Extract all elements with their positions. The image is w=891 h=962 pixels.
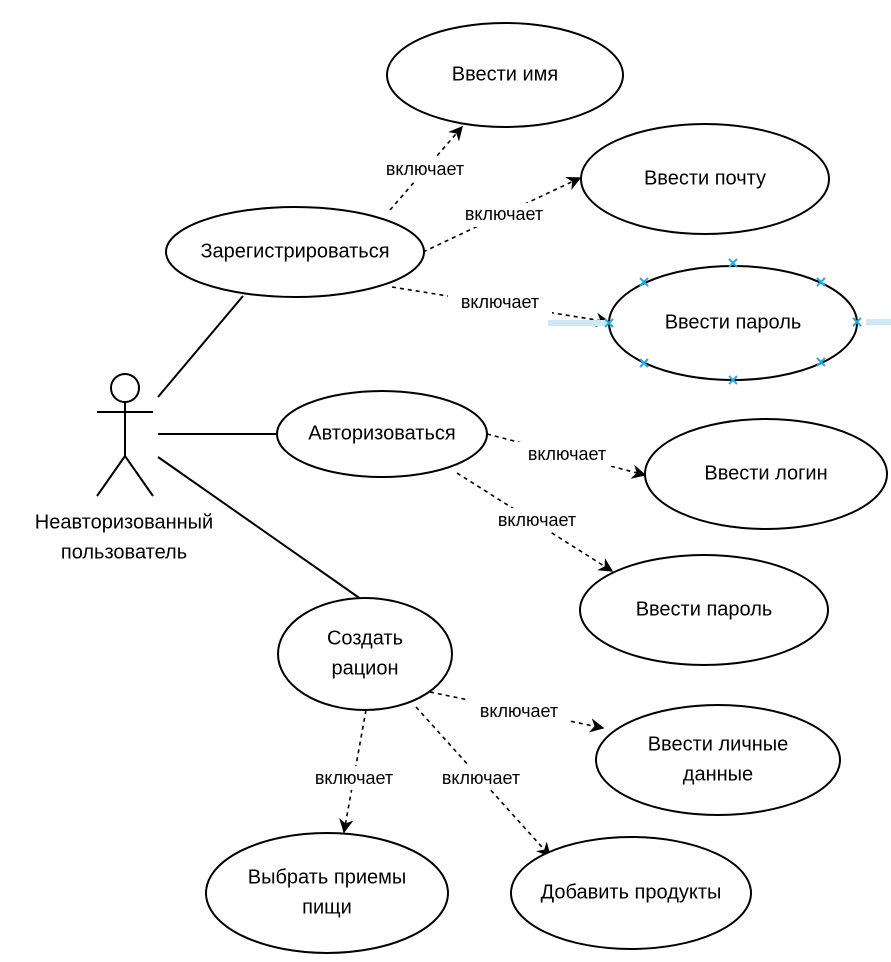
use-case-register[interactable]: Зарегистрироваться xyxy=(165,206,425,298)
use-case-label: Зарегистрироваться xyxy=(200,240,389,262)
include-label-enter-name: включает xyxy=(386,159,464,179)
use-case-label-line1: Создать xyxy=(327,627,403,649)
actor-left-leg xyxy=(96,455,126,497)
use-case-enter-name[interactable]: Ввести имя xyxy=(386,22,624,128)
use-case-label: Добавить продукты xyxy=(541,881,722,903)
use-case-enter-password-reg[interactable]: Ввести пароль xyxy=(604,258,862,385)
use-case-label: Ввести пароль xyxy=(665,311,802,333)
actor-label-line1: Неавторизованный xyxy=(35,511,213,533)
include-label-add-products: включает xyxy=(442,768,520,788)
use-case-label: Ввести пароль xyxy=(636,598,773,620)
use-case-add-products[interactable]: Добавить продукты xyxy=(510,836,752,950)
selection-handles[interactable] xyxy=(604,258,862,385)
use-case-choose-meals[interactable]: Выбрать приемы пищи xyxy=(205,832,449,954)
use-case-label: Ввести почту xyxy=(644,167,766,189)
use-case-enter-personal-data[interactable]: Ввести личные данные xyxy=(595,704,841,816)
use-case-create-ration[interactable]: Создать рацион xyxy=(277,597,453,711)
include-label-enter-login: включает xyxy=(528,444,606,464)
include-edge-enter-email[interactable] xyxy=(422,177,582,253)
association-register[interactable] xyxy=(157,295,244,398)
use-case-label-line2: данные xyxy=(683,763,753,785)
use-case-label-line1: Выбрать приемы xyxy=(248,866,407,888)
include-edge-enter-name[interactable] xyxy=(389,125,463,211)
use-case-enter-email[interactable]: Ввести почту xyxy=(580,123,830,235)
include-label-choose-meals: включает xyxy=(315,768,393,788)
use-case-enter-password-auth[interactable]: Ввести пароль xyxy=(579,554,829,666)
use-case-label-line1: Ввести личные xyxy=(648,733,789,755)
association-create-ration[interactable] xyxy=(157,456,369,605)
include-labels: включает включает включает включает вклю… xyxy=(302,157,619,790)
include-label-enter-password-auth: включает xyxy=(498,510,576,530)
actor-head xyxy=(110,373,140,403)
actor[interactable]: Неавторизованный пользователь xyxy=(35,373,213,563)
use-case-enter-login[interactable]: Ввести логин xyxy=(644,418,888,530)
use-case-label-line2: пищи xyxy=(302,896,352,918)
include-label-personal-data: включает xyxy=(480,701,558,721)
use-case-label-line2: рацион xyxy=(331,657,398,679)
include-edge-add-products[interactable] xyxy=(415,706,551,858)
use-case-label: Ввести логин xyxy=(704,462,827,484)
use-case-label: Авторизоваться xyxy=(308,422,455,444)
include-label-enter-email: включает xyxy=(465,204,543,224)
actor-label-line2: пользователь xyxy=(61,541,187,563)
include-label-enter-password-reg: включает xyxy=(461,292,539,312)
use-case-label: Ввести имя xyxy=(452,63,559,85)
actor-right-leg xyxy=(124,455,154,497)
use-case-authorize[interactable]: Авторизоваться xyxy=(276,390,488,478)
